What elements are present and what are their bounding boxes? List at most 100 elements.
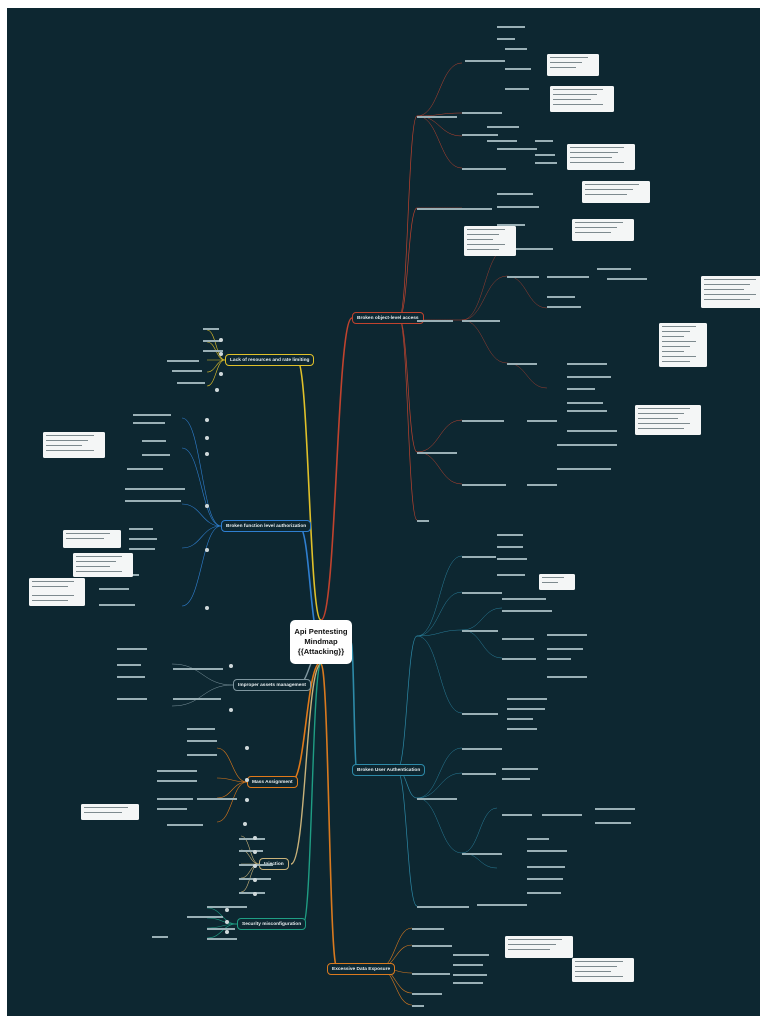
connector <box>461 629 503 659</box>
node-dot <box>205 452 209 456</box>
connector <box>416 419 463 453</box>
node-dot <box>205 606 209 610</box>
node-dot <box>253 836 257 840</box>
leaf-node <box>567 430 617 432</box>
leaf-node <box>527 838 549 840</box>
leaf-node <box>203 350 223 352</box>
leaf-node <box>505 48 527 50</box>
leaf-node <box>477 904 527 906</box>
leaf-node <box>99 588 129 590</box>
leaf-node <box>502 814 532 816</box>
leaf-node <box>502 778 530 780</box>
leaf-node <box>417 116 457 118</box>
leaf-node <box>462 420 504 422</box>
leaf-node <box>462 630 498 632</box>
leaf-node <box>412 945 452 947</box>
node-dot <box>219 352 223 356</box>
leaf-node <box>417 208 477 210</box>
leaf-node <box>507 708 545 710</box>
leaf-node <box>535 162 557 164</box>
connector <box>398 317 418 521</box>
branch-broken-function-level-authorization[interactable]: Broken function level authorization <box>221 520 312 532</box>
node-dot <box>215 388 219 392</box>
leaf-node <box>507 698 547 700</box>
node-dot <box>225 908 229 912</box>
connector <box>416 555 463 637</box>
leaf-node <box>507 276 539 278</box>
node-dot <box>219 372 223 376</box>
note-box <box>582 181 650 203</box>
leaf-node <box>417 520 429 522</box>
connector <box>461 807 498 854</box>
leaf-node <box>239 838 265 840</box>
leaf-node <box>417 320 453 322</box>
leaf-node <box>412 973 450 975</box>
connector <box>416 115 463 169</box>
node-dot <box>205 548 209 552</box>
leaf-node <box>207 928 235 930</box>
leaf-node <box>527 878 563 880</box>
leaf-node <box>125 488 185 490</box>
leaf-node <box>462 713 498 715</box>
leaf-node <box>595 822 631 824</box>
leaf-node <box>497 193 533 195</box>
leaf-node <box>567 376 611 378</box>
branch-broken-object-level-access[interactable]: Broken object-level access <box>352 312 424 324</box>
connector <box>506 275 548 309</box>
branch-lack-of-resources-rate-limiting[interactable]: Lack of resources and rate limiting <box>225 354 315 366</box>
leaf-node <box>527 420 557 422</box>
leaf-node <box>487 126 519 128</box>
leaf-node <box>507 248 553 250</box>
connector <box>461 607 503 631</box>
connector <box>302 663 322 925</box>
leaf-node <box>117 676 145 678</box>
branch-security-misconfiguration[interactable]: Security misconfiguration <box>237 918 307 930</box>
node-dot <box>219 338 223 342</box>
leaf-node <box>417 452 457 454</box>
leaf-node <box>527 866 565 868</box>
leaf-node <box>157 808 187 810</box>
note-box <box>63 530 121 548</box>
note-box <box>572 958 634 982</box>
leaf-node <box>187 728 215 730</box>
leaf-node <box>502 658 536 660</box>
leaf-node <box>207 938 237 940</box>
leaf-node <box>505 68 531 70</box>
node-dot <box>253 892 257 896</box>
node-dot <box>253 878 257 882</box>
note-box <box>29 592 85 606</box>
connector <box>416 115 463 137</box>
connector <box>171 684 234 707</box>
branch-broken-user-authentication[interactable]: Broken User Authentication <box>352 764 426 776</box>
leaf-node <box>607 278 647 280</box>
leaf-node <box>412 993 442 995</box>
node-dot <box>245 746 249 750</box>
connector <box>216 747 248 783</box>
connector <box>296 359 322 621</box>
connector <box>171 663 234 686</box>
leaf-node <box>99 604 135 606</box>
leaf-node <box>453 982 483 984</box>
branch-improper-assets-management[interactable]: Improper assets management <box>233 679 311 691</box>
leaf-node <box>157 780 197 782</box>
branch-mass-assignment[interactable]: Mass Assignment <box>247 776 298 788</box>
connector <box>461 275 508 321</box>
central-topic[interactable]: Api Pentesting Mindmap {{Attacking}} <box>290 620 352 664</box>
leaf-node <box>462 134 498 136</box>
leaf-node <box>157 798 193 800</box>
leaf-node <box>417 906 469 908</box>
connector <box>416 112 463 117</box>
note-box <box>635 405 701 435</box>
connector <box>416 591 463 637</box>
node-dot <box>229 708 233 712</box>
leaf-node <box>462 773 496 775</box>
connector <box>181 417 222 527</box>
leaf-node <box>133 422 165 424</box>
connector <box>181 447 222 527</box>
leaf-node <box>239 892 265 894</box>
connector <box>461 852 498 869</box>
branch-excessive-data-exposure[interactable]: Excessive Data Exposure <box>327 963 396 975</box>
note-box <box>567 144 635 170</box>
node-dot <box>253 850 257 854</box>
leaf-node <box>203 340 221 342</box>
